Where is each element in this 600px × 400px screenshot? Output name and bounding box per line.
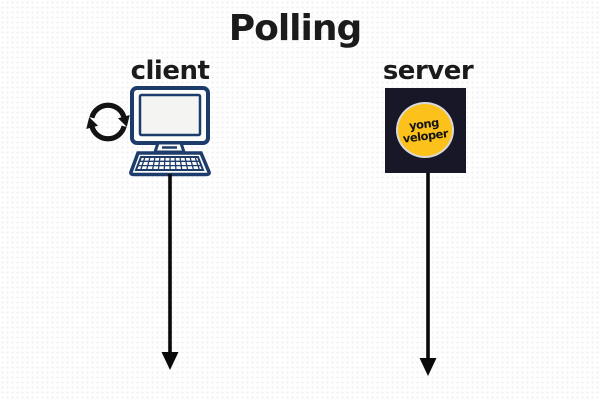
logo-text: yong veloper [401, 115, 450, 146]
desktop-computer-icon [129, 86, 211, 177]
server-node: yong veloper [385, 88, 466, 173]
client-label: client [130, 56, 210, 86]
server-label: server [382, 56, 474, 86]
yongveloper-logo: yong veloper [396, 102, 454, 158]
refresh-icon [86, 102, 130, 142]
diagram-title: Polling [228, 8, 363, 49]
client-lifeline-arrow [161, 174, 179, 370]
server-lifeline-arrow [419, 173, 437, 376]
logo-text-line2: veloper [402, 126, 450, 146]
